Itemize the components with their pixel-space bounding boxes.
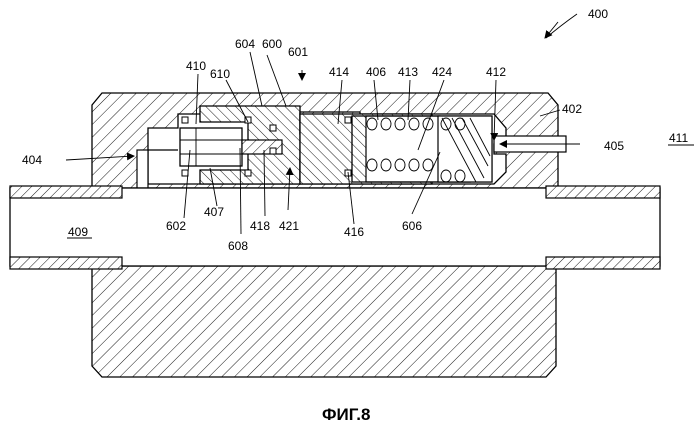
pipe-wall-top-right <box>546 186 660 198</box>
label-414: 414 <box>329 65 349 79</box>
label-412: 412 <box>486 65 506 79</box>
label-409: 409 <box>68 225 88 239</box>
label-411: 411 <box>669 131 688 145</box>
label-608: 608 <box>228 239 248 253</box>
label-610: 610 <box>210 67 230 81</box>
label-606: 606 <box>402 219 422 233</box>
figure-caption: ФИГ.8 <box>322 405 370 424</box>
label-407: 407 <box>204 205 224 219</box>
label-416: 416 <box>344 225 364 239</box>
pipe-wall-top-left <box>10 186 122 198</box>
label-413: 413 <box>398 65 418 79</box>
label-418: 418 <box>250 219 270 233</box>
label-400: 400 <box>588 7 608 21</box>
label-424: 424 <box>432 65 452 79</box>
pipe <box>10 188 660 266</box>
label-604: 604 <box>235 37 255 51</box>
lower-body <box>92 266 556 377</box>
label-405: 405 <box>604 139 624 153</box>
label-601: 601 <box>288 45 308 59</box>
label-600: 600 <box>262 37 282 51</box>
pipe-wall-bottom-left <box>10 257 122 269</box>
pipe-wall-bottom-right <box>546 257 660 269</box>
label-406: 406 <box>366 65 386 79</box>
label-410: 410 <box>186 59 206 73</box>
passage-404 <box>137 150 148 188</box>
label-421: 421 <box>279 219 299 233</box>
label-602: 602 <box>166 219 186 233</box>
label-404: 404 <box>22 153 42 167</box>
label-402: 402 <box>562 102 582 116</box>
